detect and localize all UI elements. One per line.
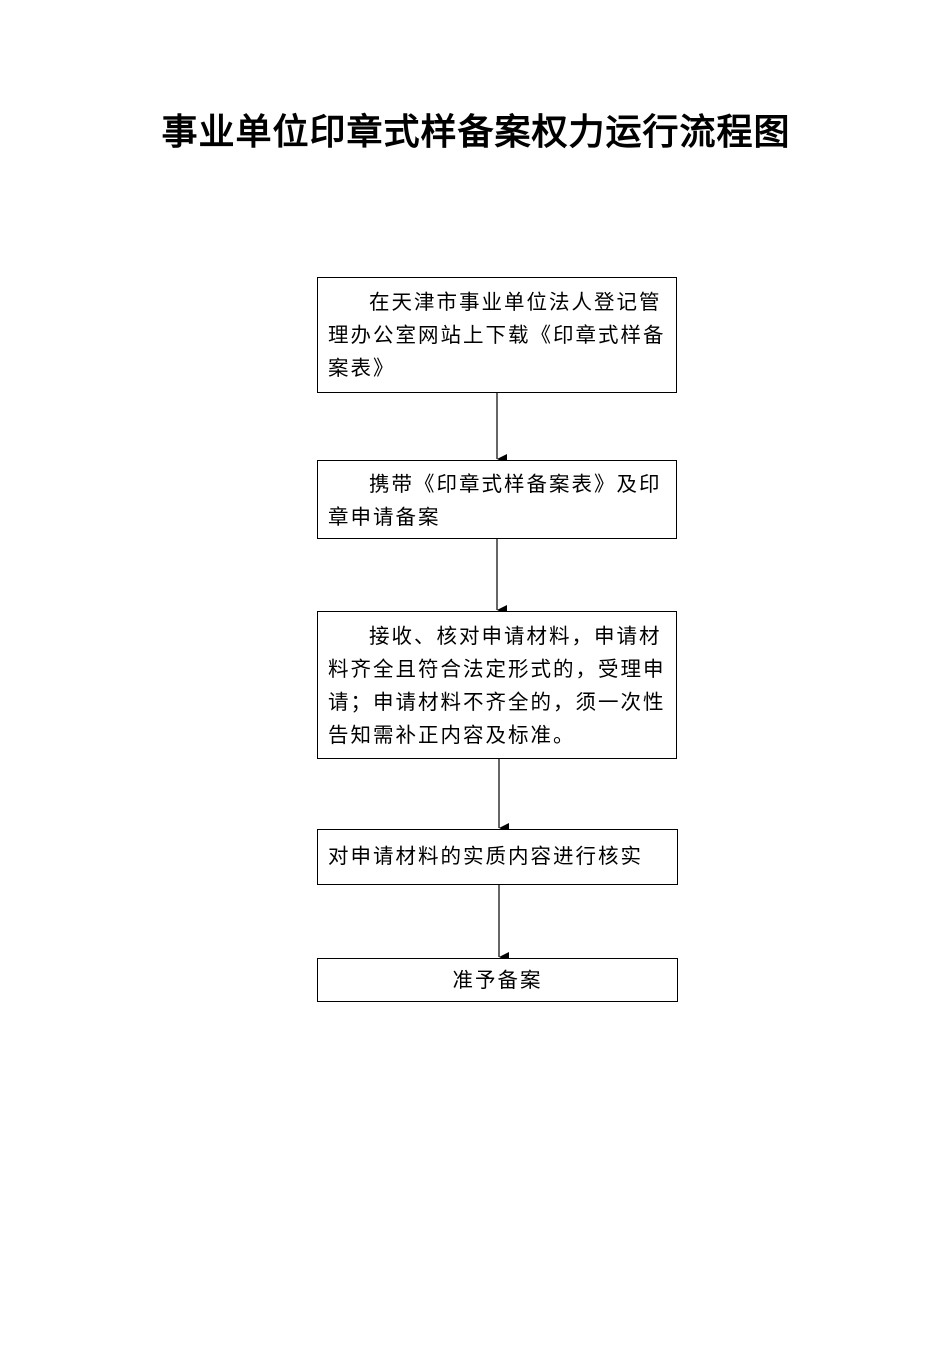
page-title: 事业单位印章式样备案权力运行流程图 [161,111,791,153]
step-grant-filing: 准予备案 [317,958,678,1002]
step-text: 接收、核对申请材料，申请材料齐全且符合法定形式的，受理申请；申请材料不齐全的，须… [328,624,666,747]
step-download-form: 在天津市事业单位法人登记管理办公室网站上下载《印章式样备案表》 [317,277,677,393]
step-verify-content: 对申请材料的实质内容进行核实 [317,829,678,885]
step-text: 准予备案 [452,968,543,992]
step-text: 对申请材料的实质内容进行核实 [328,844,643,868]
step-text: 在天津市事业单位法人登记管理办公室网站上下载《印章式样备案表》 [328,290,666,380]
step-submit-application: 携带《印章式样备案表》及印章申请备案 [317,460,677,539]
step-text: 携带《印章式样备案表》及印章申请备案 [328,472,662,529]
step-accept-review: 接收、核对申请材料，申请材料齐全且符合法定形式的，受理申请；申请材料不齐全的，须… [317,611,677,759]
